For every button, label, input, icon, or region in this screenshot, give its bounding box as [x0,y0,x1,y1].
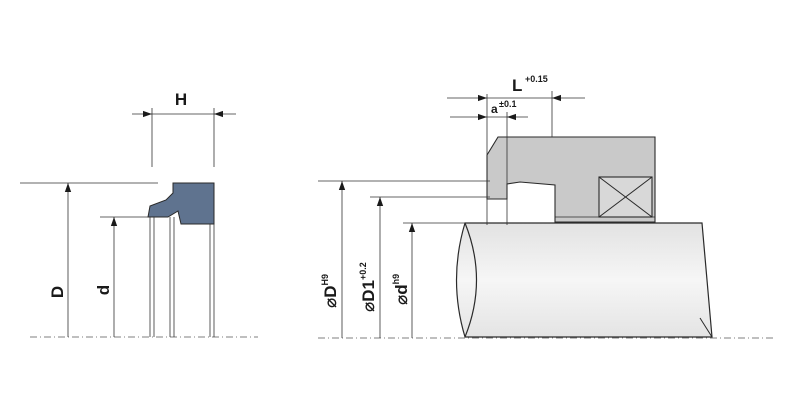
rod-end-ellipse [464,222,478,338]
width-label: H [175,90,187,109]
rod-cylinder [455,222,713,338]
left-view: D d H [20,90,258,338]
seal-projection-lines [149,217,215,337]
right-view: L +0.15 a ±0.1 ⌀DH9 ⌀D1+0.2 ⌀dh9 [318,74,775,339]
inner-diameter-label: d [94,285,113,295]
outer-diameter-label: D [48,286,67,298]
offset-label: a [491,102,498,116]
offset-tolerance: ±0.1 [499,99,516,109]
rod-dia-label: ⌀dh9 [391,274,411,305]
rod-break-mark [699,317,713,338]
groove-dia-label: ⌀DH9 [320,274,340,308]
seal-profile [147,182,215,225]
length-tolerance: +0.15 [525,74,548,84]
seal-ring-cross-2 [598,176,653,218]
bore-dia-label: ⌀D1+0.2 [358,262,378,312]
length-label: L [512,76,522,95]
